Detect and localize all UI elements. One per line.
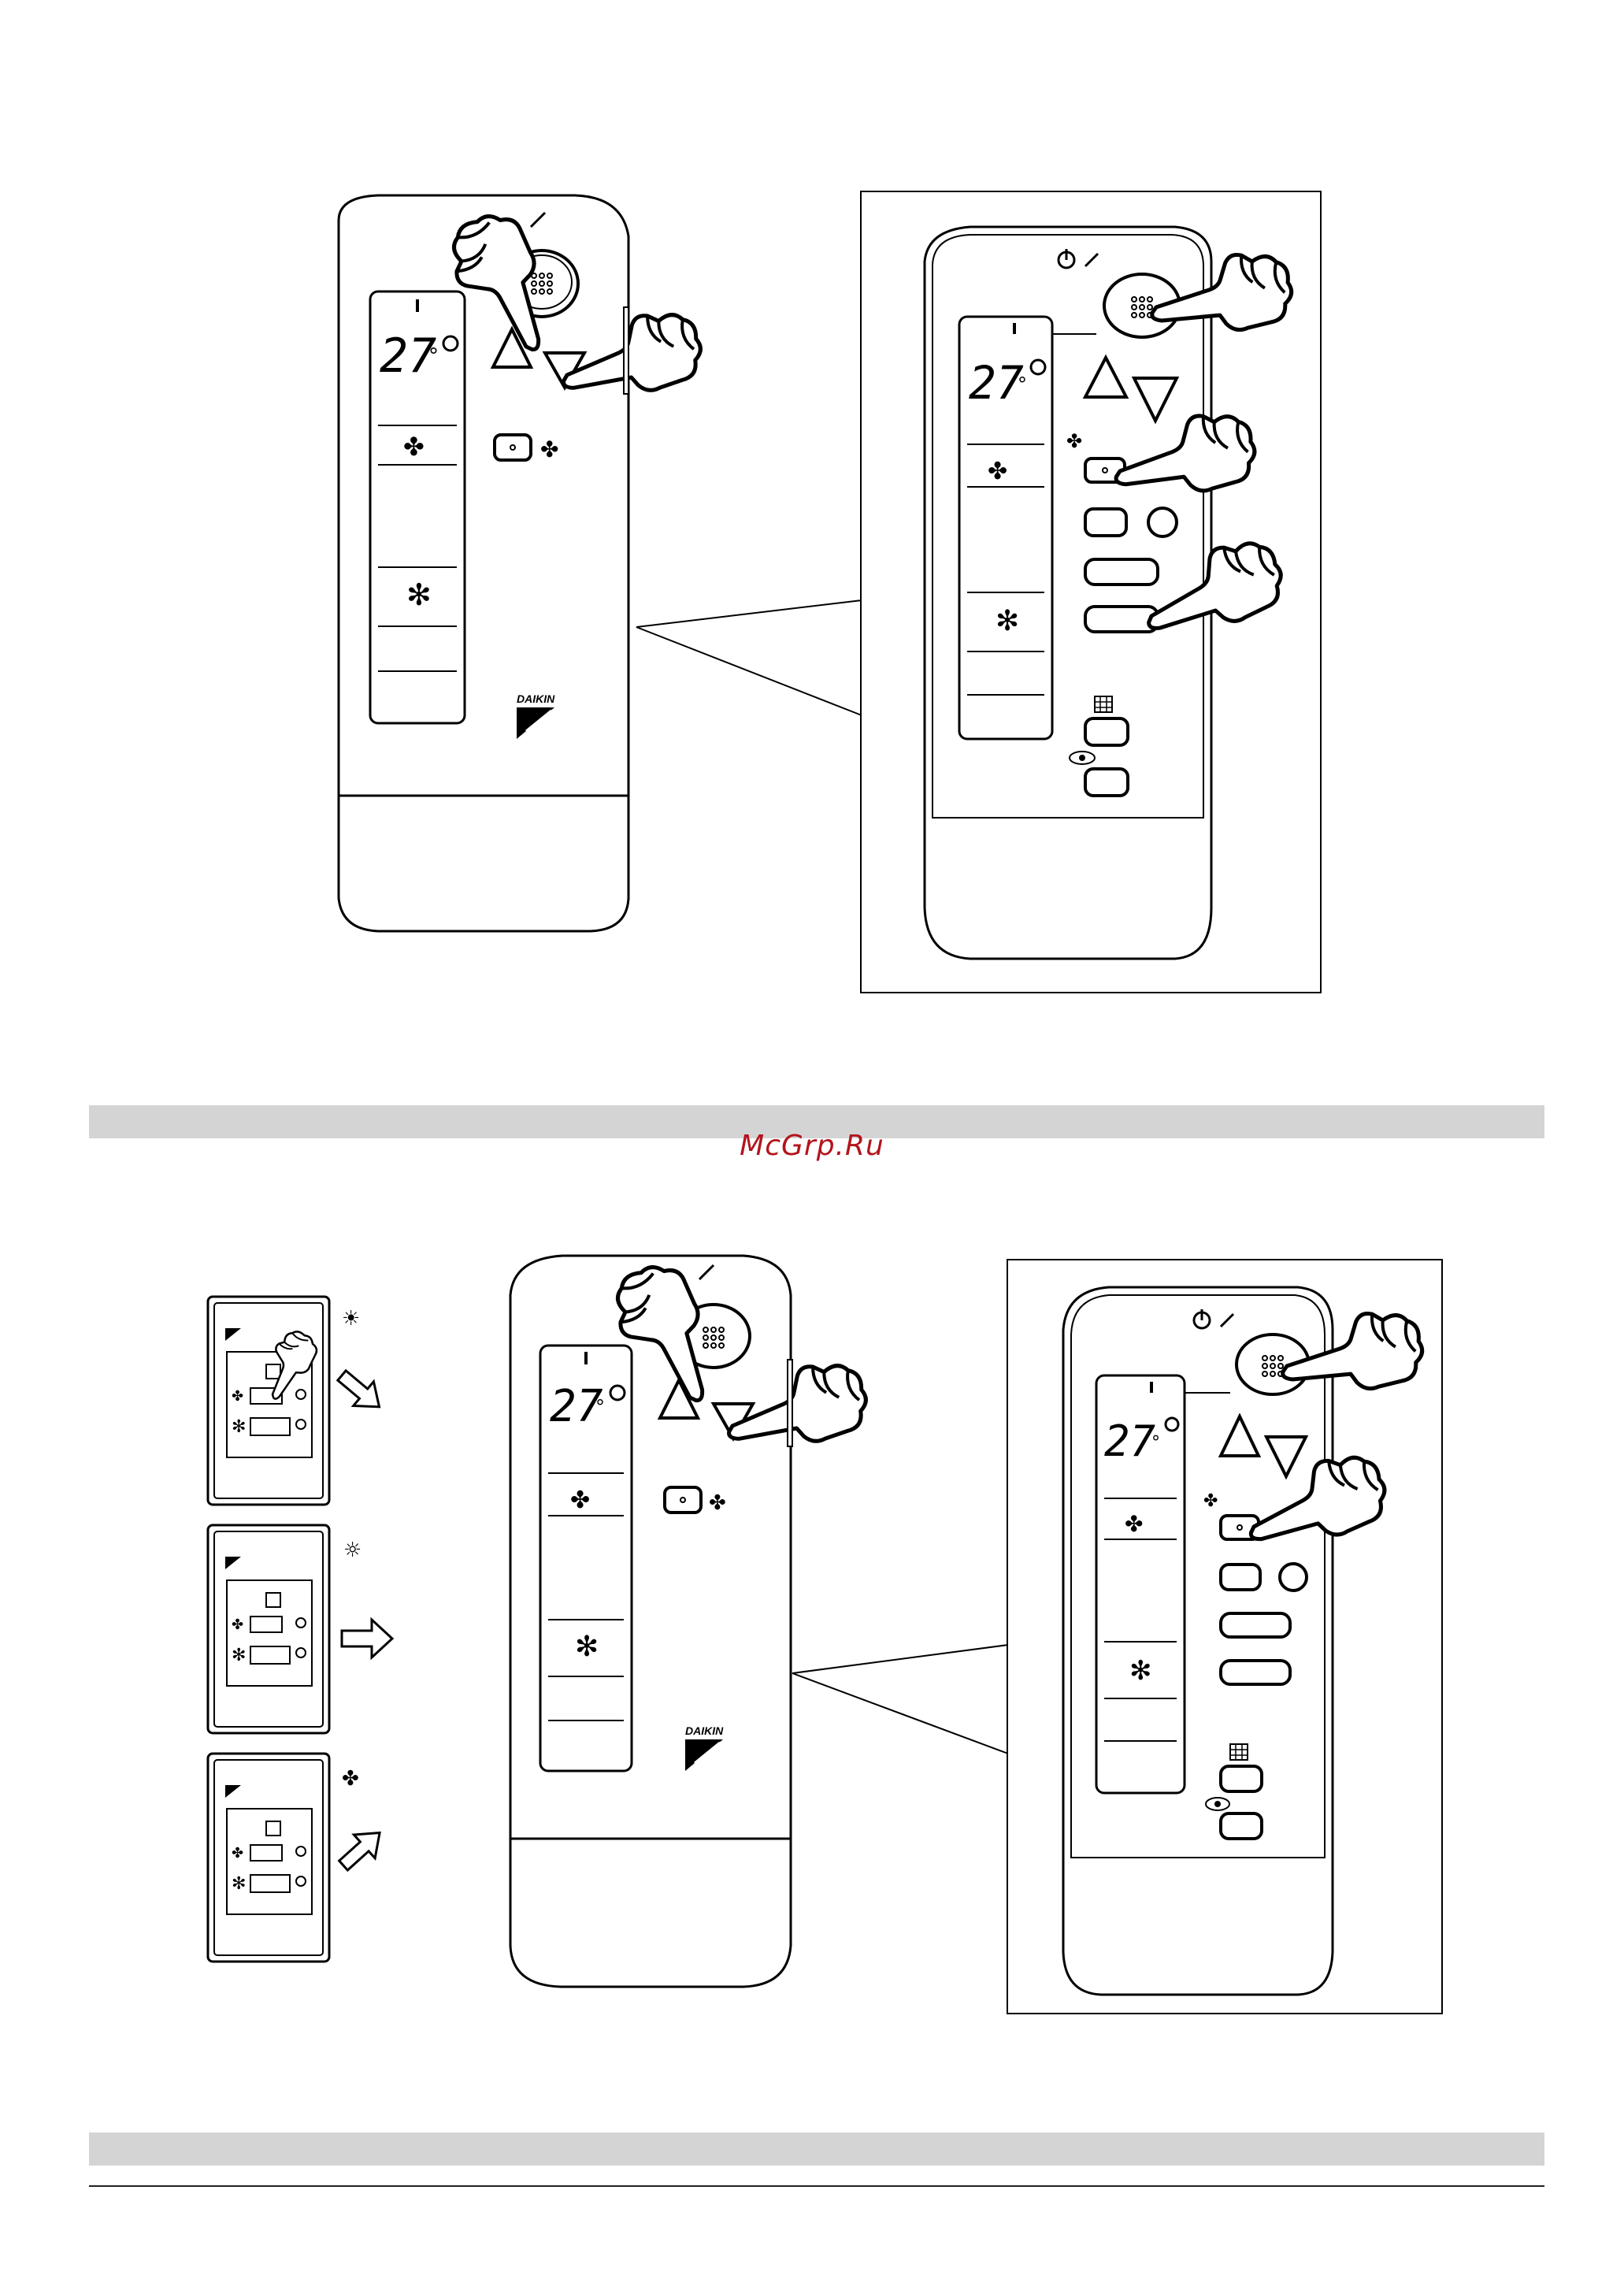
remote-detail-frame-bottom: 27 ° ✤ ✻ ✤ <box>1007 1259 1444 2015</box>
bottom-detail-lcd-temperature: 27 <box>1104 1416 1155 1466</box>
bottom-detail-lcd-degree: ° <box>1151 1433 1160 1453</box>
footer-rule <box>89 2185 1544 2187</box>
bottom-detail-lcd-cool-icon: ✻ <box>1129 1655 1152 1687</box>
bottom-detail-fan-label-icon: ✤ <box>1203 1491 1218 1511</box>
bottom-detail-lcd-fan-icon: ✤ <box>1125 1511 1143 1537</box>
section-band-bottom <box>89 2133 1544 2166</box>
